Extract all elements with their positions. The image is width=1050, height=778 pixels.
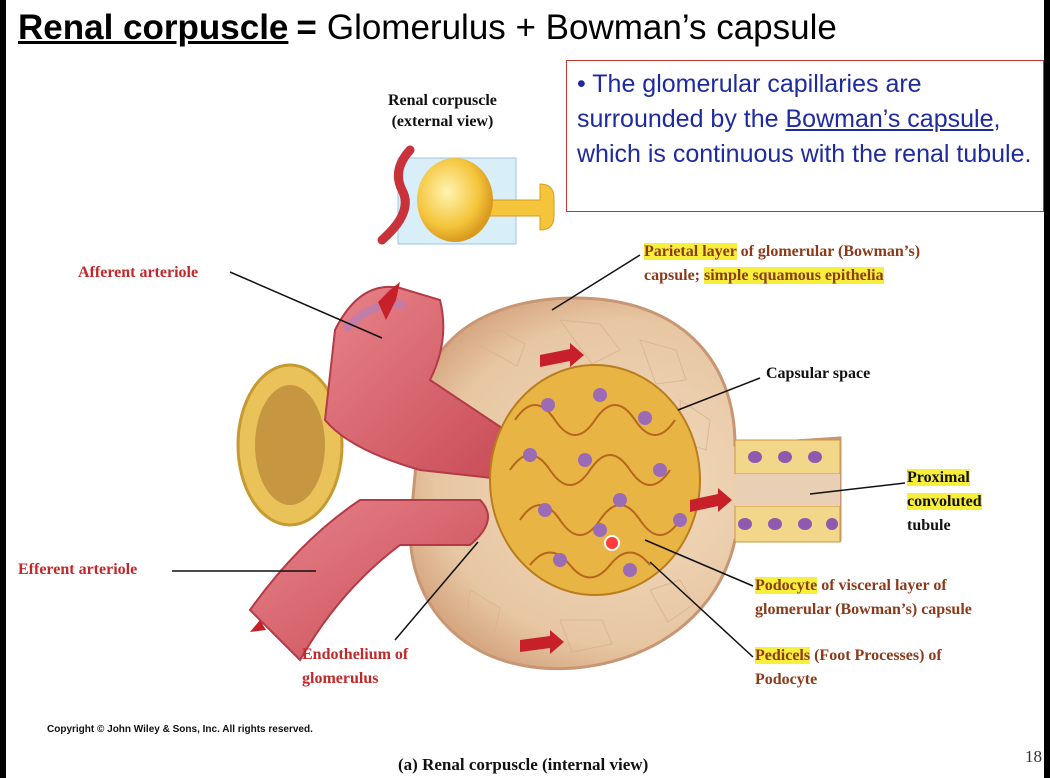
external-view-line1: Renal corpuscle [388, 92, 497, 109]
label-parietal-line2: capsule; [644, 267, 704, 284]
note-link-text: Bowman’s capsule [785, 105, 994, 133]
label-parietal-layer: Parietal layer of glomerular (Bowman’s) … [644, 240, 920, 288]
note-text-before: The glomerular capillaries are surrounde… [577, 70, 922, 133]
label-proximal-tubule: Proximal convoluted tubule [907, 466, 982, 538]
slide-title: Renal corpuscle=Glomerulus + Bowman’s ca… [18, 8, 837, 48]
note-box: • The glomerular capillaries are surroun… [566, 60, 1044, 212]
title-equals: = [296, 8, 317, 47]
external-view-thumbnail [377, 145, 555, 245]
title-definition: Glomerulus + Bowman’s capsule [326, 8, 837, 47]
frame-left-border [0, 0, 6, 778]
label-capsular-space: Capsular space [766, 365, 871, 382]
external-view-line2: (external view) [391, 113, 494, 130]
leader-lines [172, 254, 906, 658]
note-bullet: • [577, 70, 586, 98]
label-podocyte-highlight: Podocyte [755, 577, 818, 594]
proximal-tubule [734, 439, 841, 543]
label-pedicels: Pedicels (Foot Processes) of Podocyte [755, 644, 942, 692]
page-number: 18 [1025, 747, 1042, 766]
label-endothelium: Endothelium of glomerulus [302, 643, 408, 691]
label-podocyte: Podocyte of visceral layer of glomerular… [755, 574, 972, 622]
label-parietal-rest: of glomerular (Bowman’s) [736, 243, 921, 260]
efferent-arteriole [248, 499, 489, 662]
glomerulus [489, 364, 701, 596]
label-proximal-line1: Proximal [907, 469, 970, 486]
macula-densa [236, 363, 344, 527]
label-pedicels-rest: (Foot Processes) of [810, 647, 942, 664]
label-pedicels-highlight: Pedicels [755, 647, 811, 664]
note-text-after: , which is continuous with the renal tub… [577, 105, 1032, 168]
external-view-label: Renal corpuscle (external view) [388, 90, 497, 132]
label-endothelium-line1: Endothelium of [302, 646, 409, 663]
flow-arrows [250, 282, 732, 654]
label-efferent-arteriole: Efferent arteriole [18, 561, 138, 578]
frame-right-border [1044, 0, 1050, 778]
figure-caption: (a) Renal corpuscle (internal view) [398, 755, 649, 774]
label-afferent-arteriole: Afferent arteriole [78, 264, 199, 281]
title-term: Renal corpuscle [18, 8, 289, 47]
label-endothelium-line2: glomerulus [302, 670, 379, 687]
label-parietal-highlight2: simple squamous epithelia [704, 267, 884, 284]
label-podocyte-line2: glomerular (Bowman’s) capsule [755, 601, 972, 618]
copyright-notice: Copyright © John Wiley & Sons, Inc. All … [47, 724, 313, 735]
label-podocyte-rest: of visceral layer of [817, 577, 947, 594]
label-pedicels-line2: Podocyte [755, 671, 818, 688]
label-proximal-line2: convoluted [907, 493, 982, 510]
label-proximal-line3: tubule [907, 517, 951, 534]
label-parietal-highlight: Parietal layer [644, 243, 737, 260]
